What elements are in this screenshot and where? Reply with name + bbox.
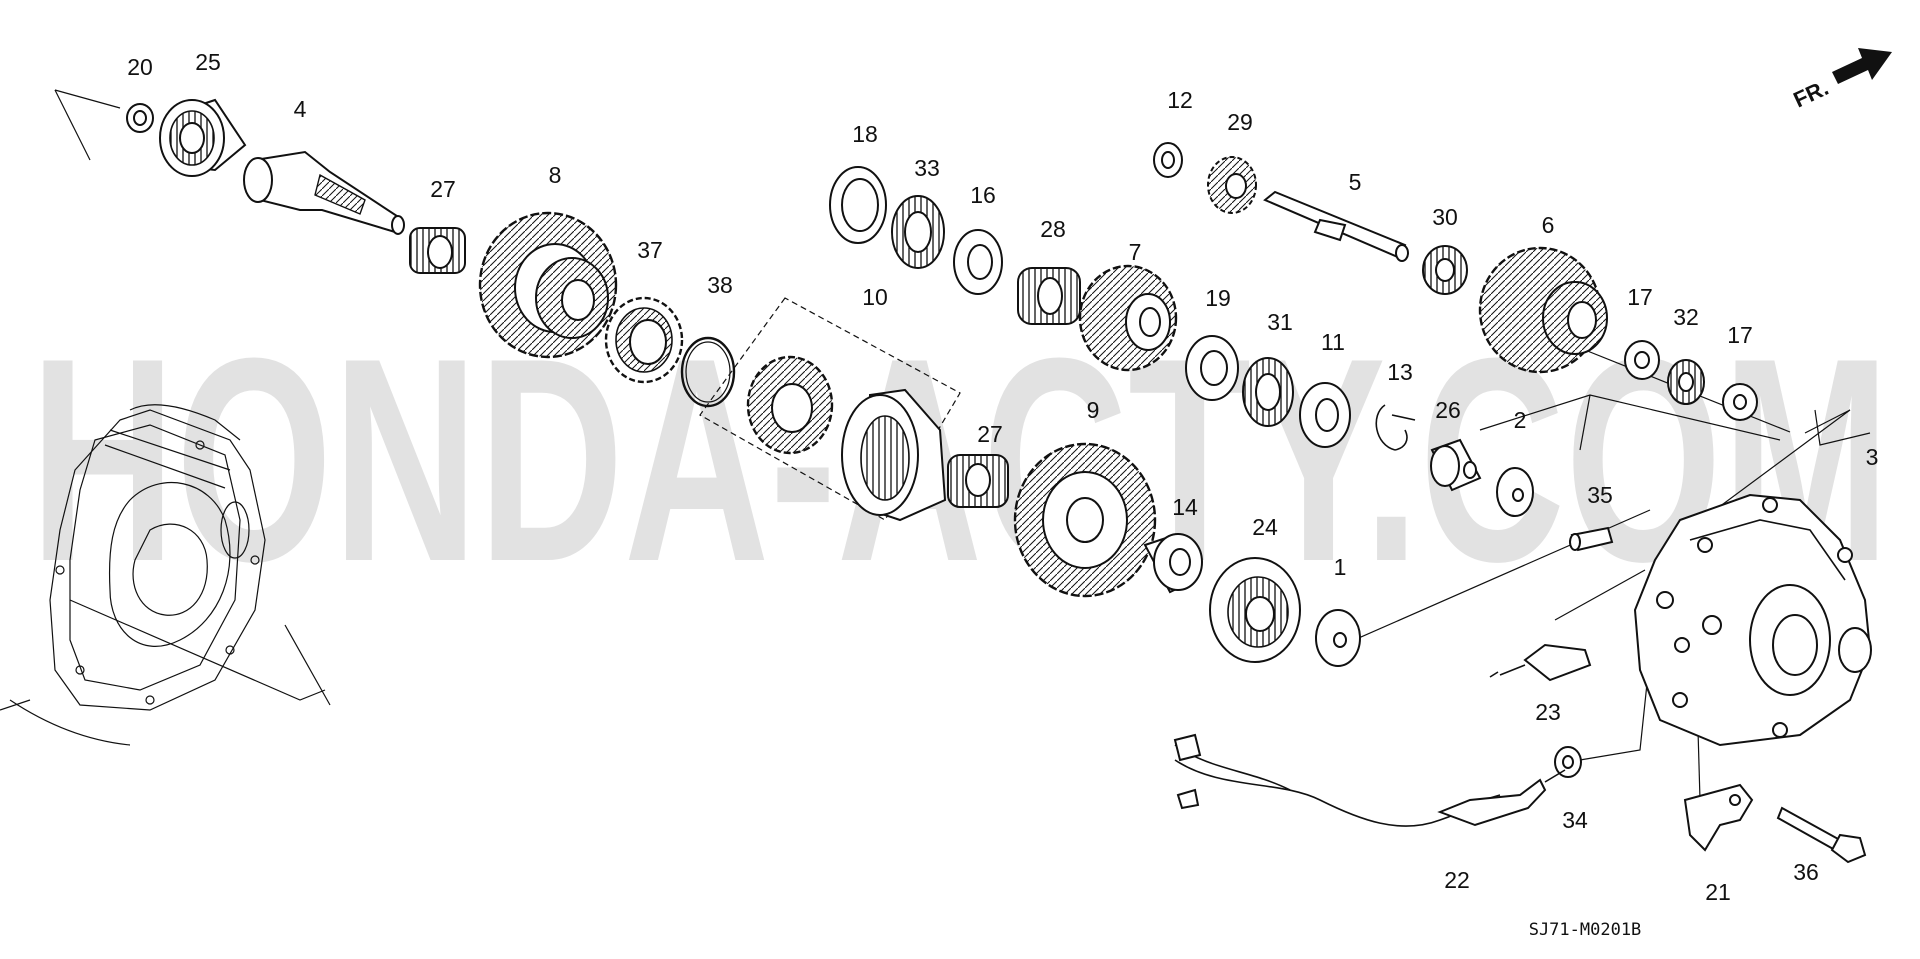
part-31-thrust-bearing [1242,357,1294,427]
part-8-gear [478,211,618,359]
part-9-gear [1013,442,1157,598]
part-29-small-gear [1207,156,1257,214]
callout-24: 24 [1252,514,1278,540]
callout-21: 21 [1705,879,1731,905]
part-18-oil-seal [829,166,887,244]
part-14-bushing [1143,533,1203,594]
callout-25: 25 [195,49,221,75]
callout-38: 38 [707,272,733,298]
callout-13: 13 [1387,359,1413,385]
callout-10: 10 [862,284,888,310]
callout-9: 9 [1087,397,1100,423]
callout-3: 3 [1866,444,1879,470]
part-5-countershaft [1263,190,1409,262]
part-19-washer [1185,335,1239,401]
part-13-clip [1375,404,1416,451]
callout-34: 34 [1562,807,1588,833]
callout-17: 17 [1627,284,1653,310]
part-25-bearing [159,98,247,177]
part-36-bolt [1776,806,1867,864]
callout-11: 11 [1321,329,1345,355]
part-12-washer [1153,142,1183,178]
callout-22: 22 [1444,867,1470,893]
part-26-bushing [1430,438,1482,492]
part-35-dowel-pin [1569,526,1614,552]
transmission-case [0,404,331,746]
callout-4: 4 [294,96,307,122]
callout-36: 36 [1793,859,1819,885]
callout-1: 1 [1334,554,1347,580]
part-27-needle-bearing [409,227,466,274]
part-24-ball-bearing [1209,557,1301,663]
callout-6: 6 [1542,212,1555,238]
part-20-nut [126,103,154,133]
part-23-switch [1489,643,1592,682]
part-33-thrust-bearing [891,195,945,269]
callout-labels: 20 25 4 27 8 37 38 10 18 33 16 28 7 27 9… [127,49,1878,905]
part-17b-washer [1722,383,1758,421]
callout-33: 33 [914,155,940,181]
callout-7: 7 [1129,239,1142,265]
callout-2: 2 [1514,407,1527,433]
callout-31: 31 [1267,309,1293,335]
part-28-needle-bearing [1017,267,1081,325]
callout-26: 26 [1435,397,1461,423]
callout-19: 19 [1205,285,1231,311]
callout-20: 20 [127,54,153,80]
callout-35: 35 [1587,482,1613,508]
callout-12: 12 [1167,87,1193,113]
part-32-thrust-bearing [1667,359,1705,405]
callout-16: 16 [970,182,996,208]
callout-5: 5 [1349,169,1362,195]
part-1-shim [1315,609,1361,667]
part-3-transmission-cover [1633,493,1872,747]
callout-28: 28 [1040,216,1066,242]
part-30-needle-bearing [1422,245,1468,295]
callout-18: 18 [852,121,878,147]
front-direction-arrow: FR. [1790,48,1892,113]
callout-27-lower: 27 [977,421,1003,447]
callout-32: 32 [1673,304,1699,330]
part-6-gear [1478,246,1608,374]
callout-14: 14 [1172,494,1198,520]
diagram-code: SJ71-M0201B [1529,920,1642,940]
part-27-needle-bearing-lower [947,454,1009,508]
part-38-snap-ring [680,336,736,408]
part-34-washer [1554,746,1582,778]
part-10-synchro-assembly [746,355,947,522]
part-21-bracket [1683,783,1754,852]
part-37-synchro-ring [604,296,684,384]
part-16-washer [953,229,1003,295]
part-7-gear [1078,264,1178,372]
part-17-washer [1624,340,1660,380]
callout-37: 37 [637,237,663,263]
part-11-washer [1299,382,1351,448]
part-2-shim [1496,467,1534,517]
part-22-wire-harness [1173,733,1566,827]
callout-27: 27 [430,176,456,202]
callout-23: 23 [1535,699,1561,725]
front-label: FR. [1790,75,1833,113]
callout-29: 29 [1227,109,1253,135]
callout-8: 8 [549,162,562,188]
leader-lines [54,89,1871,801]
callout-17-right: 17 [1727,322,1753,348]
callout-30: 30 [1432,204,1458,230]
part-4-shaft [243,150,405,235]
